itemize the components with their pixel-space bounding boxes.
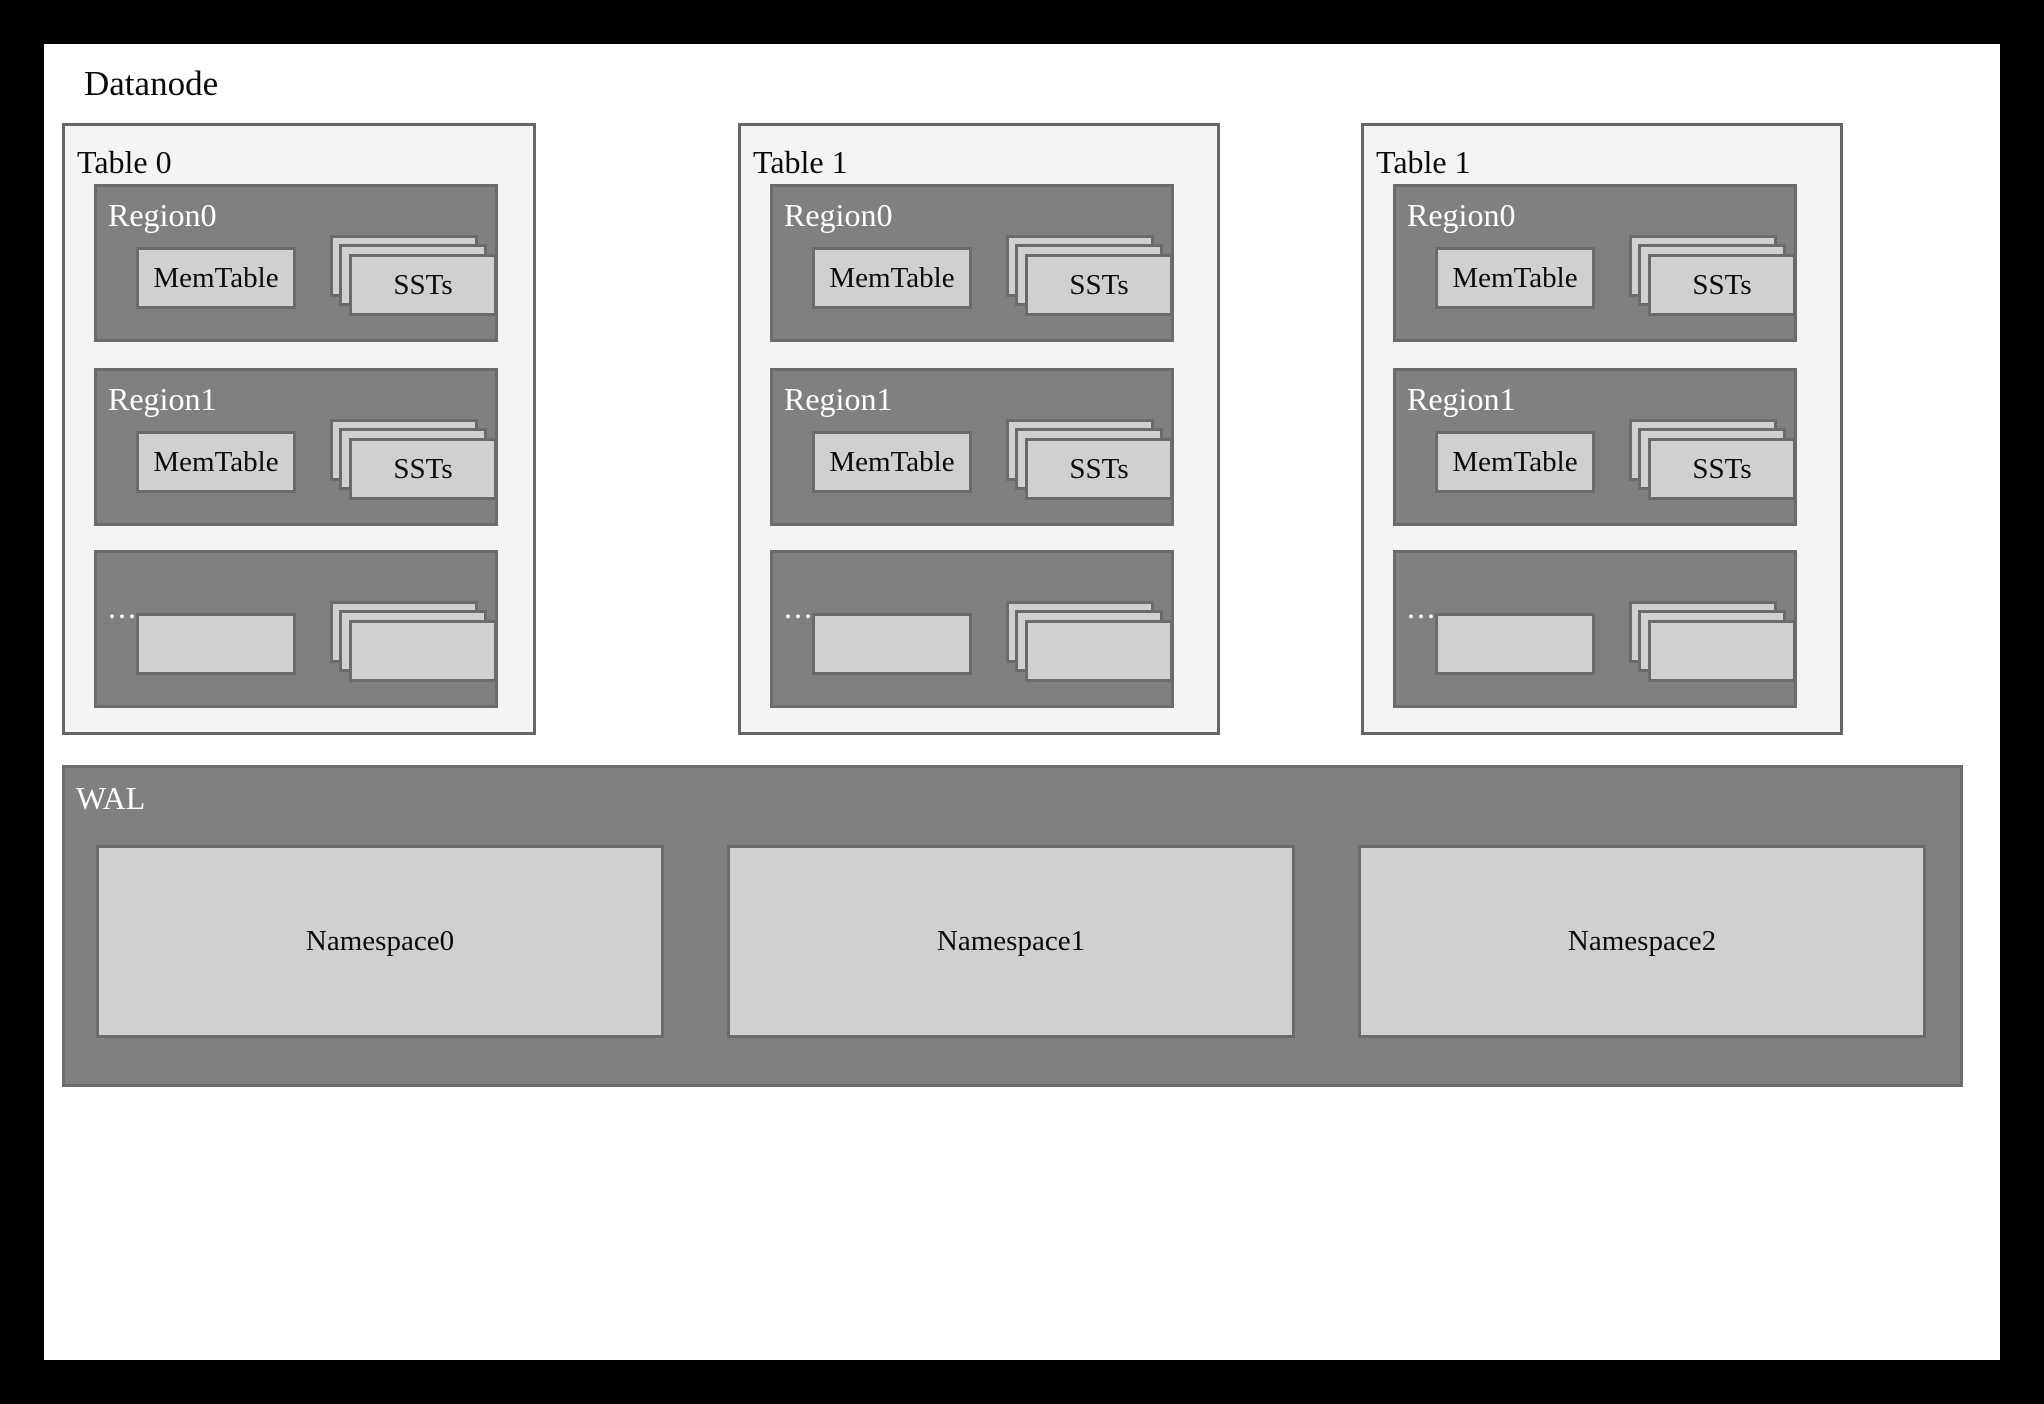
table-panel-2[interactable]: Table 1 Region0 MemTable SSTs Region1 Me…: [1361, 123, 1843, 735]
sst-layer-front[interactable]: SSTs: [1025, 438, 1173, 500]
region-box[interactable]: Region1 MemTable SSTs: [1393, 368, 1797, 526]
memtable-box[interactable]: MemTable: [1435, 247, 1595, 309]
namespace-box-1[interactable]: Namespace1: [727, 845, 1295, 1038]
region-label: Region1: [784, 381, 893, 417]
region-box[interactable]: Region0 MemTable SSTs: [770, 184, 1174, 342]
memtable-box[interactable]: MemTable: [1435, 431, 1595, 493]
page-title: Datanode: [84, 64, 219, 103]
region-label: Region1: [1407, 381, 1516, 417]
sst-layer-front[interactable]: [1648, 620, 1796, 682]
memtable-box[interactable]: MemTable: [136, 431, 296, 493]
table-panel-1[interactable]: Table 1 Region0 MemTable SSTs Region1 Me…: [738, 123, 1220, 735]
wal-label: WAL: [76, 780, 146, 816]
sst-stack[interactable]: [330, 601, 497, 683]
region-ellipsis-label: ...: [784, 589, 814, 625]
sst-stack[interactable]: SSTs: [1629, 419, 1796, 501]
memtable-box[interactable]: [1435, 613, 1595, 675]
memtable-box[interactable]: MemTable: [812, 247, 972, 309]
tables-row: Table 0 Region0 MemTable SSTs Region1 Me…: [62, 123, 1994, 739]
region-label: Region1: [108, 381, 217, 417]
region-box[interactable]: Region0 MemTable SSTs: [1393, 184, 1797, 342]
datanode-canvas: Datanode Table 0 Region0 MemTable SSTs R…: [44, 44, 2000, 1360]
table-label: Table 0: [77, 144, 172, 180]
wal-box[interactable]: WAL Namespace0 Namespace1 Namespace2: [62, 765, 1963, 1087]
sst-layer-front[interactable]: SSTs: [1025, 254, 1173, 316]
region-box[interactable]: Region1 MemTable SSTs: [770, 368, 1174, 526]
sst-stack[interactable]: SSTs: [1006, 419, 1173, 501]
region-label: Region0: [784, 197, 893, 233]
region-box[interactable]: Region0 MemTable SSTs: [94, 184, 498, 342]
sst-stack[interactable]: SSTs: [1006, 235, 1173, 317]
table-panel-0[interactable]: Table 0 Region0 MemTable SSTs Region1 Me…: [62, 123, 536, 735]
sst-layer-front[interactable]: SSTs: [349, 438, 497, 500]
sst-stack[interactable]: SSTs: [1629, 235, 1796, 317]
sst-layer-front[interactable]: [1025, 620, 1173, 682]
sst-layer-front[interactable]: SSTs: [1648, 438, 1796, 500]
namespace-box-0[interactable]: Namespace0: [96, 845, 664, 1038]
region-box[interactable]: Region1 MemTable SSTs: [94, 368, 498, 526]
table-label: Table 1: [1376, 144, 1471, 180]
namespace-box-2[interactable]: Namespace2: [1358, 845, 1926, 1038]
memtable-box[interactable]: [812, 613, 972, 675]
region-ellipsis-label: ...: [108, 589, 138, 625]
memtable-box[interactable]: [136, 613, 296, 675]
memtable-box[interactable]: MemTable: [812, 431, 972, 493]
region-label: Region0: [108, 197, 217, 233]
region-box-overflow[interactable]: ...: [770, 550, 1174, 708]
region-box-overflow[interactable]: ...: [1393, 550, 1797, 708]
sst-stack[interactable]: [1629, 601, 1796, 683]
sst-stack[interactable]: [1006, 601, 1173, 683]
region-ellipsis-label: ...: [1407, 589, 1437, 625]
table-label: Table 1: [753, 144, 848, 180]
sst-layer-front[interactable]: SSTs: [349, 254, 497, 316]
memtable-box[interactable]: MemTable: [136, 247, 296, 309]
sst-stack[interactable]: SSTs: [330, 419, 497, 501]
sst-layer-front[interactable]: [349, 620, 497, 682]
sst-layer-front[interactable]: SSTs: [1648, 254, 1796, 316]
sst-stack[interactable]: SSTs: [330, 235, 497, 317]
region-label: Region0: [1407, 197, 1516, 233]
region-box-overflow[interactable]: ...: [94, 550, 498, 708]
